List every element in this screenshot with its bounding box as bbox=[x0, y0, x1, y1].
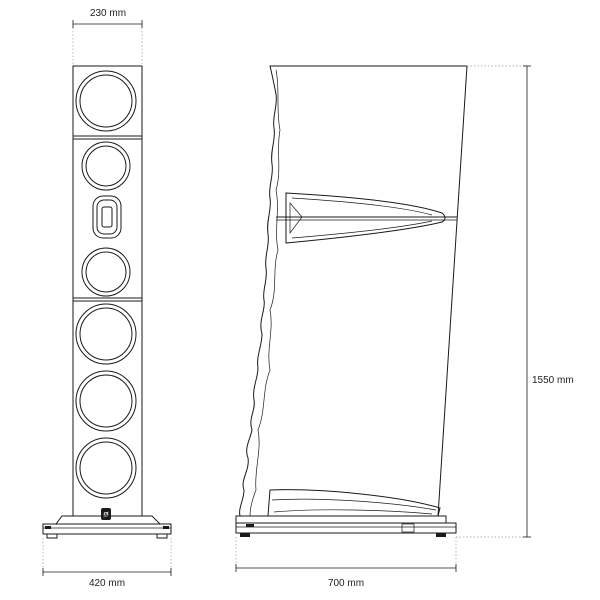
top-width-dimension: 230 mm bbox=[72, 8, 143, 66]
tweeter-wing bbox=[285, 192, 446, 244]
side-base-plinth bbox=[235, 515, 457, 537]
base-width-dimension: 420 mm bbox=[42, 538, 172, 589]
front-base-plinth bbox=[42, 515, 172, 539]
tweeter-driver bbox=[92, 195, 122, 239]
front-view: ø bbox=[42, 65, 172, 539]
side-cabinet-outline bbox=[239, 65, 468, 517]
depth-dimension: 700 mm bbox=[235, 537, 457, 589]
depth-label: 700 mm bbox=[328, 578, 364, 589]
height-label: 1550 mm bbox=[532, 375, 574, 386]
woofer-driver-2 bbox=[75, 370, 137, 432]
midrange-lower-driver bbox=[81, 247, 131, 297]
height-dimension: 1550 mm bbox=[456, 65, 574, 538]
woofer-driver-3 bbox=[75, 437, 137, 499]
top-width-label: 230 mm bbox=[90, 8, 126, 19]
top-woofer-driver bbox=[75, 70, 137, 132]
midrange-upper-driver bbox=[81, 141, 131, 191]
brand-logo: ø bbox=[101, 508, 111, 520]
bottom-fin bbox=[267, 489, 441, 517]
brand-logo-glyph: ø bbox=[103, 510, 109, 520]
woofer-driver-1 bbox=[75, 303, 137, 365]
side-view bbox=[235, 65, 468, 537]
base-width-label: 420 mm bbox=[89, 578, 125, 589]
